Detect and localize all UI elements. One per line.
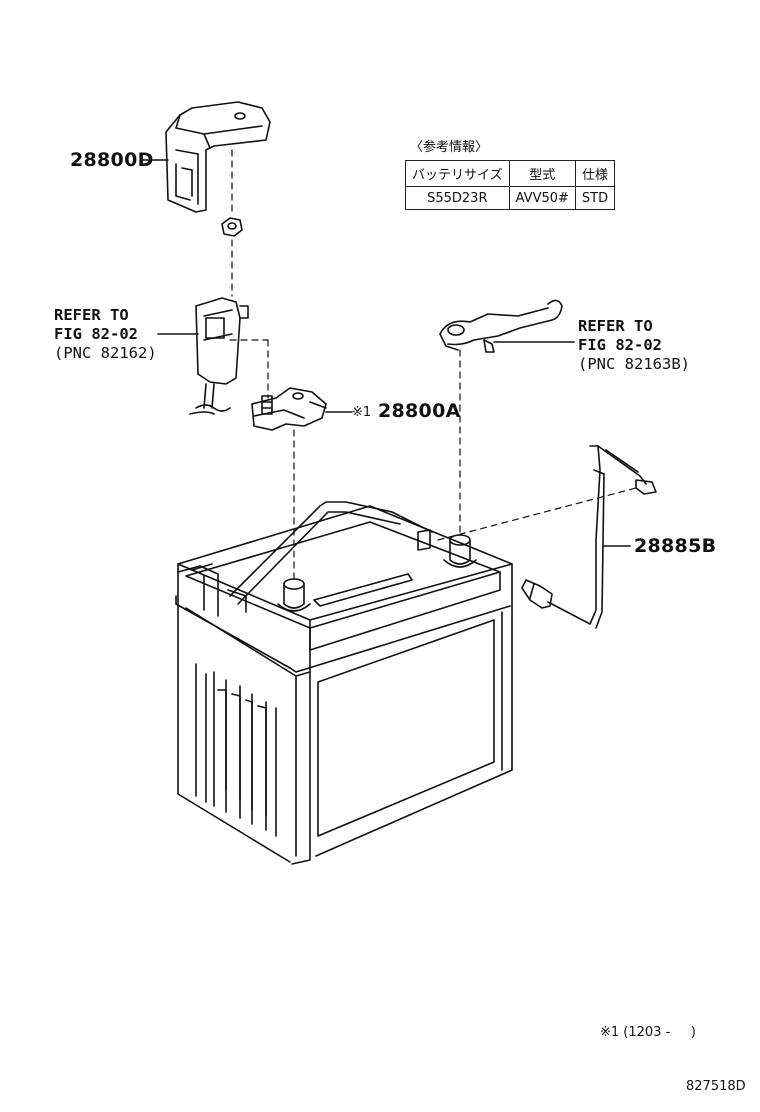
negative-terminal-assembly: [189, 297, 249, 415]
battery-post-negative: [277, 578, 311, 612]
spec-cell-battery-size: S55D23R: [405, 186, 510, 210]
bolt-part: [261, 395, 273, 415]
refer-right-line1: REFER TO: [578, 317, 653, 335]
refer-right-line3: (PNC 82163B): [578, 355, 690, 373]
spec-table: バッテリサイズ 型式 仕様 S55D23R AVV50# STD: [405, 160, 616, 210]
refer-left-line1: REFER TO: [54, 306, 129, 324]
spec-header-model: 型式: [508, 160, 576, 187]
part-number-28800a: 28800A: [378, 400, 461, 422]
refer-right-line2: FIG 82-02: [578, 336, 662, 354]
battery-post-positive: [443, 534, 477, 568]
battery-body: [175, 501, 513, 865]
spec-table-caption: 〈参考情報〉: [410, 140, 489, 155]
marker-28800a: ※1: [352, 405, 372, 420]
spec-table-row: S55D23R AVV50# STD: [405, 186, 616, 210]
terminal-clamp-part: [251, 387, 327, 431]
spec-cell-model: AVV50#: [508, 186, 576, 210]
refer-left-line2: FIG 82-02: [54, 325, 138, 343]
figure-number: 827518D: [686, 1079, 746, 1094]
refer-left-line3: (PNC 82162): [54, 344, 157, 362]
spec-header-battery-size: バッテリサイズ: [405, 160, 510, 187]
alignment-lines: [229, 149, 637, 581]
spec-header-spec: 仕様: [574, 160, 616, 187]
nut-part: [221, 217, 243, 237]
positive-terminal-cable: [439, 299, 563, 353]
footnote: ※1 (1203 - ): [600, 1025, 697, 1040]
spec-table-header-row: バッテリサイズ 型式 仕様: [405, 160, 616, 187]
vent-tube-part: [521, 445, 657, 629]
spec-cell-spec: STD: [574, 186, 616, 210]
terminal-cover-part: [165, 101, 271, 213]
part-number-28885b: 28885B: [634, 535, 717, 557]
part-number-28800d: 28800D: [70, 149, 154, 171]
